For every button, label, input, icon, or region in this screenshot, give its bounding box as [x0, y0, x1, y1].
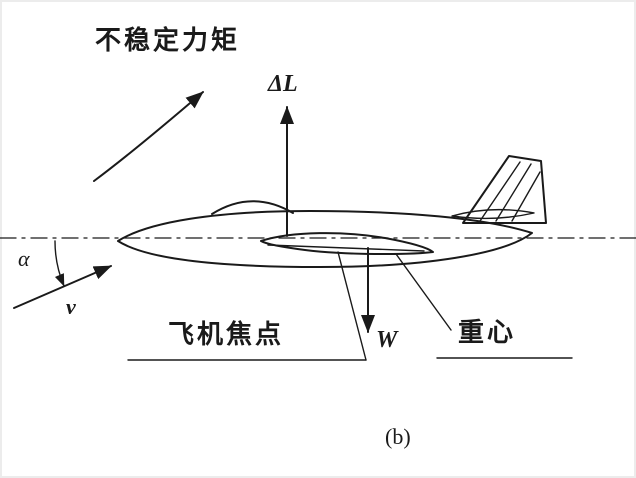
- focal-point-leader-line: [337, 251, 367, 361]
- velocity-label: v: [66, 294, 76, 319]
- angle-of-attack-label: α: [18, 246, 30, 271]
- canopy-outline: [211, 200, 294, 215]
- tail-fin-hatching: [479, 161, 541, 222]
- unstable-moment-label: 不稳定力矩: [95, 26, 241, 55]
- wing-chord-line: [267, 244, 425, 252]
- center-of-gravity-leader-line: [395, 253, 452, 331]
- horizontal-stabilizer-outline: [451, 208, 535, 220]
- focal-point-label: 飞机焦点: [168, 320, 285, 349]
- lift-increment-label: ΔL: [268, 71, 298, 97]
- velocity-arrow: [13, 265, 112, 309]
- center-of-gravity-label: 重心: [458, 318, 517, 347]
- weight-label: W: [376, 327, 398, 353]
- fuselage-outline: [117, 210, 533, 268]
- subfigure-caption: (b): [385, 424, 411, 449]
- angle-of-attack-arc: [54, 240, 65, 287]
- unstable-moment-arrow: [93, 91, 204, 182]
- tail-fin-outline: [462, 155, 547, 224]
- wing-outline: [260, 232, 434, 256]
